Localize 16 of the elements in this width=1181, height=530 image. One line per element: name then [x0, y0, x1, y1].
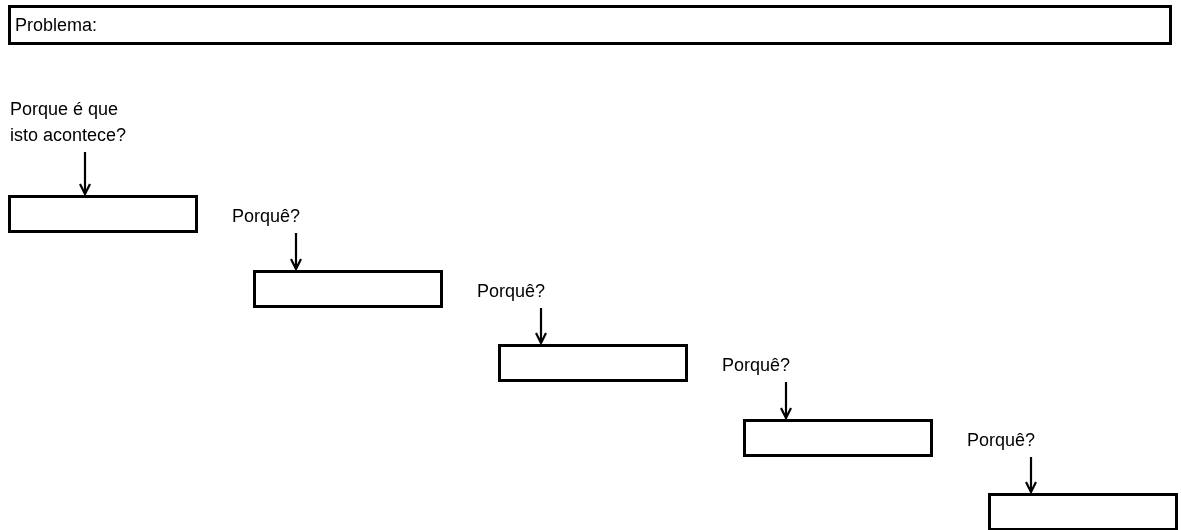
arrow [78, 152, 92, 196]
question-text: Porquê? [967, 429, 1037, 452]
question-text: Porquê? [232, 205, 302, 228]
answer-box [988, 493, 1178, 530]
question-text: Porquê? [477, 280, 547, 303]
question-text: Porque é que isto acontece? [10, 98, 128, 147]
arrow [289, 233, 303, 271]
answer-box [8, 195, 198, 233]
question-text: Porquê? [722, 354, 792, 377]
arrow [534, 308, 548, 345]
arrow [1024, 457, 1038, 494]
answer-box [743, 419, 933, 457]
arrow [779, 382, 793, 420]
answer-box [498, 344, 688, 382]
problem-field: Problema: [8, 5, 1172, 45]
answer-box [253, 270, 443, 308]
